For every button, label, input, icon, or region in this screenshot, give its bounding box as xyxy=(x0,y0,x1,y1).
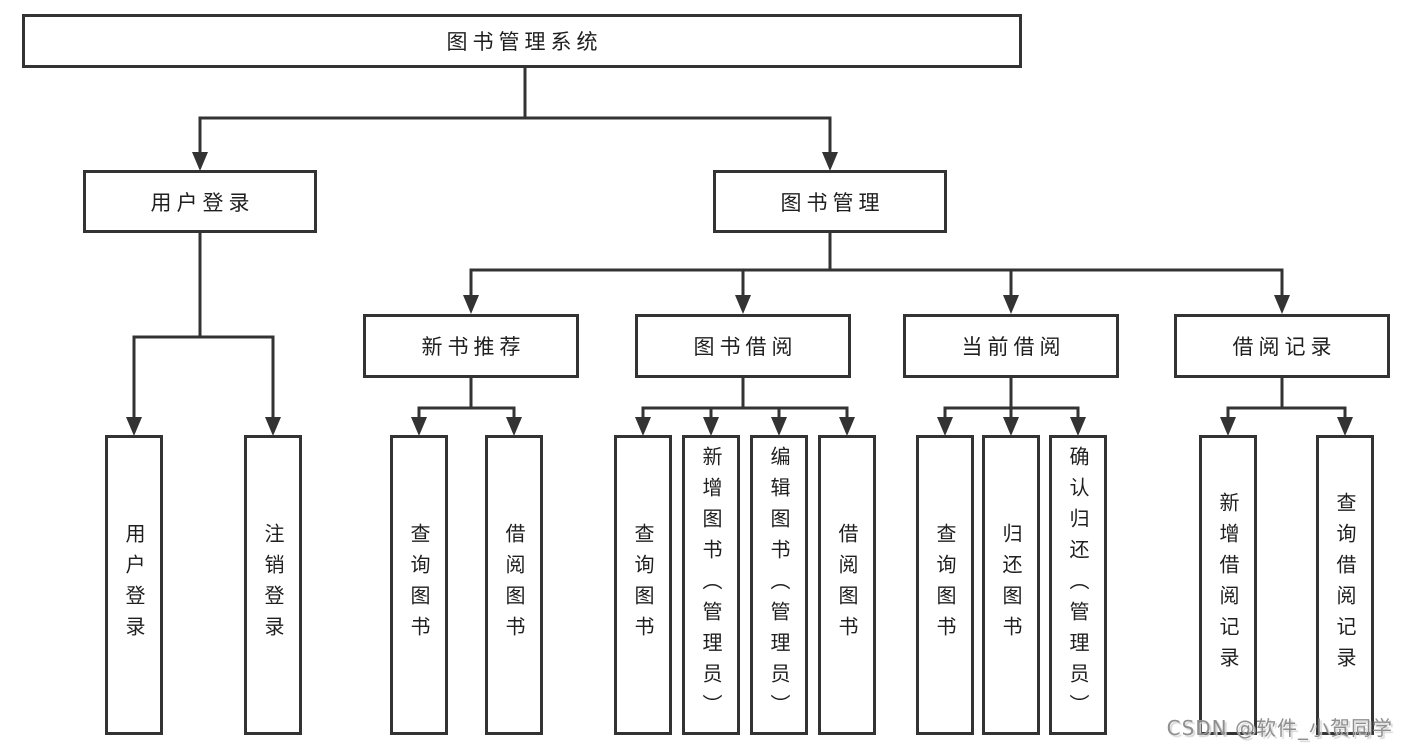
leaf-query-books-current: 查询图书 xyxy=(916,435,974,735)
leaf-label: 注销登录 xyxy=(261,523,285,647)
node-label: 图书管理系统 xyxy=(446,30,603,54)
node-new-book-recommend: 新书推荐 xyxy=(363,314,579,378)
node-library-management-system: 图书管理系统 xyxy=(22,14,1022,68)
connector-user-login-to-leaves xyxy=(126,231,281,436)
leaf-return-books: 归还图书 xyxy=(982,435,1040,735)
leaf-label: 用户登录 xyxy=(122,523,146,647)
node-label: 新书推荐 xyxy=(421,335,526,359)
leaf-label: 借阅图书 xyxy=(502,523,526,647)
leaf-borrow-books-recommend: 借阅图书 xyxy=(485,435,543,735)
node-borrowing-records: 借阅记录 xyxy=(1174,314,1390,378)
node-label: 图书借阅 xyxy=(693,335,798,359)
leaf-label: 查询图书 xyxy=(631,523,655,647)
node-book-management: 图书管理 xyxy=(713,170,947,233)
leaf-add-borrow-record: 新增借阅记录 xyxy=(1199,435,1257,735)
connector-root-to-level2 xyxy=(192,66,838,171)
node-label: 用户登录 xyxy=(150,190,255,215)
leaf-label: 归还图书 xyxy=(999,523,1023,647)
leaf-label: 新增图书（管理员） xyxy=(699,445,723,725)
connector-book-borrowing-to-leaves xyxy=(635,376,855,436)
connector-current-borrowing-to-leaves xyxy=(937,376,1086,436)
connector-book-management-to-level3 xyxy=(463,231,1290,314)
node-book-borrowing: 图书借阅 xyxy=(635,314,851,378)
leaf-query-books-borrowing: 查询图书 xyxy=(614,435,672,735)
node-label: 借阅记录 xyxy=(1232,335,1337,359)
leaf-borrow-books: 借阅图书 xyxy=(818,435,876,735)
leaf-label: 确认归还（管理员） xyxy=(1066,445,1090,725)
leaf-edit-books-admin: 编辑图书（管理员） xyxy=(750,435,808,735)
leaf-add-books-admin: 新增图书（管理员） xyxy=(682,435,740,735)
leaf-label: 查询图书 xyxy=(933,523,957,647)
node-user-login: 用户登录 xyxy=(83,170,317,233)
leaf-logout: 注销登录 xyxy=(244,435,302,735)
leaf-label: 查询图书 xyxy=(407,523,431,647)
leaf-query-borrow-record: 查询借阅记录 xyxy=(1316,435,1374,735)
leaf-label: 编辑图书（管理员） xyxy=(767,445,791,725)
node-label: 当前借阅 xyxy=(961,335,1066,359)
node-current-borrowing: 当前借阅 xyxy=(903,314,1119,378)
node-label: 图书管理 xyxy=(780,190,885,215)
leaf-label: 借阅图书 xyxy=(835,523,859,647)
connector-new-book-recommend-to-leaves xyxy=(411,376,522,436)
connector-borrowing-records-to-leaves xyxy=(1220,376,1353,436)
leaf-user-login: 用户登录 xyxy=(105,435,163,735)
leaf-query-books-recommend: 查询图书 xyxy=(390,435,448,735)
leaf-label: 新增借阅记录 xyxy=(1216,492,1240,678)
leaf-label: 查询借阅记录 xyxy=(1333,492,1357,678)
leaf-confirm-return-admin: 确认归还（管理员） xyxy=(1049,435,1107,735)
watermark: CSDN @软件_小贺同学 xyxy=(1166,716,1393,740)
